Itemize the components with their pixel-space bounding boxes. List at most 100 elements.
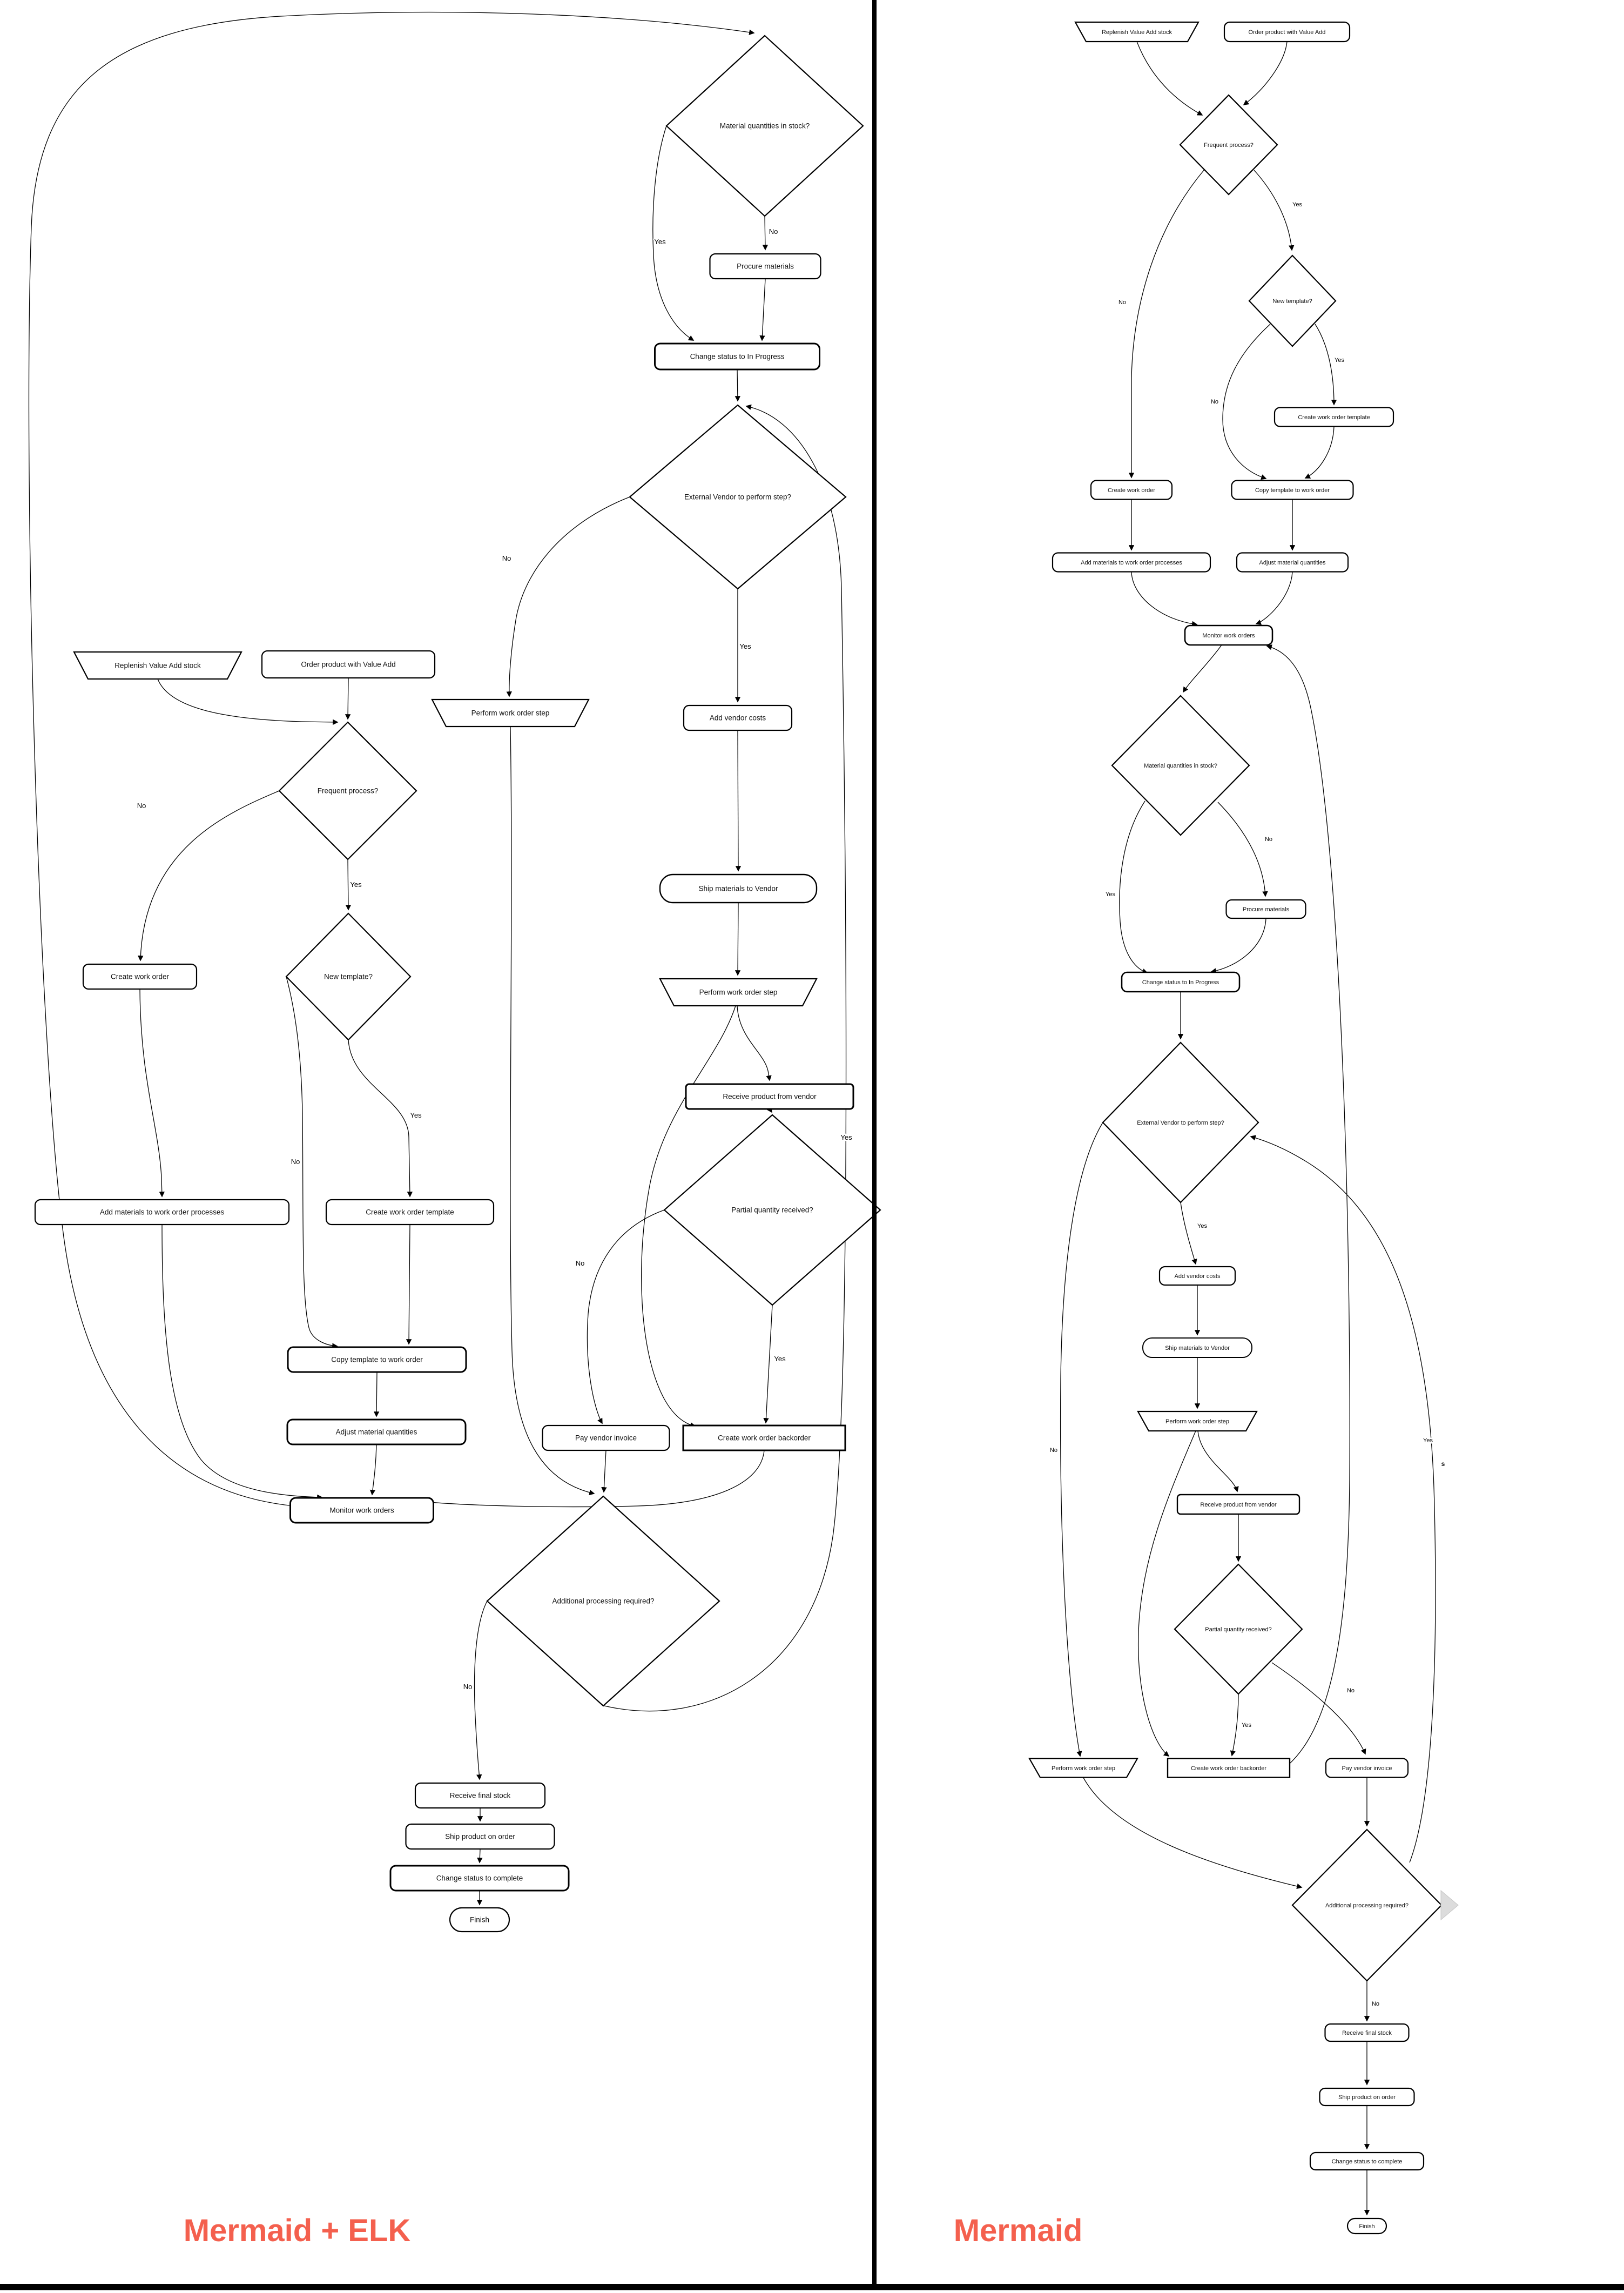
node-mermaid-receive_final: Receive final stock xyxy=(1324,2023,1410,2042)
rounded-shape xyxy=(659,873,818,904)
edge-mermaid-frequent-to-new_template xyxy=(1254,170,1295,251)
edge-elk-copy_template-to-adjust_qty xyxy=(373,1371,380,1417)
node-mermaid-ship_materials: Ship materials to Vendor xyxy=(1142,1337,1252,1358)
node-label: Create work order template xyxy=(366,1208,454,1216)
rect-shape xyxy=(1167,1758,1291,1778)
flowchart-left-elk: NoYesYesNoNoYesYesYesNoYesNoNoReplenish … xyxy=(28,11,881,1933)
node-label: Order product with Value Add xyxy=(1249,29,1326,36)
node-label: External Vendor to perform step? xyxy=(684,493,791,501)
edge-elk-pay_invoice-to-addl_processing xyxy=(601,1450,607,1493)
node-label: Create work order backorder xyxy=(718,1434,811,1442)
node-label: Procure materials xyxy=(1243,906,1290,913)
node-label: Order product with Value Add xyxy=(301,661,395,669)
node-label: Change status to In Progress xyxy=(690,353,785,361)
node-mermaid-copy_template: Copy template to work order xyxy=(1231,480,1354,500)
node-label: Create work order xyxy=(1108,487,1155,494)
node-label: New template? xyxy=(324,973,373,981)
edge-mermaid-mat_in_stock-to-status_progress xyxy=(1119,801,1148,974)
edge-elk-perform_step_vendor-to-receive_vendor xyxy=(737,1005,772,1081)
edge-elk-new_template-to-copy_template xyxy=(286,976,338,1349)
edge-elk-procure-to-status_progress xyxy=(759,278,766,341)
rounded-shape xyxy=(1273,407,1394,427)
node-elk-backorder: Create work order backorder xyxy=(682,1424,846,1451)
edge-label-elk-frequent-yes: Yes xyxy=(350,880,362,889)
diamond-shape xyxy=(665,35,864,217)
node-mermaid-mat_in_stock: Material quantities in stock? xyxy=(1111,695,1250,836)
stadium-shape xyxy=(1346,2217,1387,2235)
node-mermaid-vendor_costs: Add vendor costs xyxy=(1158,1266,1236,1286)
node-label: Pay vendor invoice xyxy=(575,1434,637,1442)
edge-label-elk-partial_qty-yes: Yes xyxy=(774,1355,786,1363)
node-mermaid-adjust_qty: Adjust material quantities xyxy=(1236,552,1349,573)
rounded-shape xyxy=(34,1199,290,1226)
node-elk-mat_in_stock: Material quantities in stock? xyxy=(665,35,864,217)
stray-edge-label-s: s xyxy=(1441,1460,1445,1468)
rounded-shape xyxy=(414,1782,546,1809)
node-label: Finish xyxy=(1359,2223,1374,2230)
node-elk-ship_product: Ship product on order xyxy=(405,1823,555,1850)
node-mermaid-perform_step_vendor: Perform work order step xyxy=(1137,1410,1258,1432)
edge-label-mermaid-partial_qty-yes: Yes xyxy=(1242,1722,1251,1729)
node-label: Create work order backorder xyxy=(1191,1765,1266,1772)
node-label: Adjust material quantities xyxy=(1259,560,1326,566)
edge-elk-status_progress-to-ext_vendor xyxy=(734,369,741,402)
node-label: Create work order template xyxy=(1298,414,1370,421)
node-mermaid-status_complete: Change status to complete xyxy=(1309,2151,1425,2171)
diamond-shape xyxy=(1179,94,1278,196)
edge-mermaid-replenish-to-frequent xyxy=(1136,41,1203,116)
node-label: Copy template to work order xyxy=(331,1356,423,1364)
rounded-shape xyxy=(286,1418,467,1445)
caption-mermaid: Mermaid xyxy=(953,2213,1083,2248)
flowchart-right-mermaid: NoYesYesNoNoYesYesYesNoYesNoNoReplenish … xyxy=(1028,21,1443,2235)
rounded-shape xyxy=(685,1083,854,1110)
node-label: Material quantities in stock? xyxy=(1144,763,1217,769)
rounded-shape xyxy=(1090,480,1173,500)
edge-label-elk-ext_vendor-no: No xyxy=(502,554,511,562)
edge-mermaid-partial_qty-to-pay_invoice xyxy=(1271,1662,1366,1755)
caption-mermaid-elk: Mermaid + ELK xyxy=(183,2213,411,2248)
node-elk-ship_materials: Ship materials to Vendor xyxy=(659,873,818,904)
node-label: Frequent process? xyxy=(1204,142,1254,149)
rounded-shape xyxy=(1184,624,1273,646)
edge-elk-partial_qty-to-backorder xyxy=(763,1304,773,1424)
diamond-shape xyxy=(1102,1041,1259,1203)
edge-mermaid-add_materials-to-monitor xyxy=(1131,571,1198,627)
edge-label-mermaid-new_template-yes: Yes xyxy=(1335,357,1344,364)
rounded-shape xyxy=(405,1823,555,1850)
node-label: Add vendor costs xyxy=(1175,1273,1221,1280)
node-elk-partial_qty: Partial quantity received? xyxy=(663,1114,881,1306)
rounded-shape xyxy=(1309,2151,1425,2171)
edge-elk-addl_processing-to-ext_vendor xyxy=(604,404,847,1712)
edge-label-mermaid-addl_processing-no: No xyxy=(1372,2001,1379,2007)
node-mermaid-ext_vendor: External Vendor to perform step? xyxy=(1102,1041,1259,1203)
rounded-shape xyxy=(1324,2023,1410,2042)
node-elk-perform_step_vendor: Perform work order step xyxy=(659,978,818,1007)
node-label: Ship materials to Vendor xyxy=(698,885,778,893)
rounded-shape xyxy=(1236,552,1349,573)
node-mermaid-addl_processing: Additional processing required? xyxy=(1291,1828,1443,1982)
node-elk-frequent: Frequent process? xyxy=(278,721,417,860)
node-elk-pay_invoice: Pay vendor invoice xyxy=(542,1424,670,1451)
edge-elk-backorder-to-monitor xyxy=(409,1450,765,1508)
node-label: Pay vendor invoice xyxy=(1342,1765,1392,1772)
node-label: Copy template to work order xyxy=(1255,487,1330,494)
node-mermaid-monitor: Monitor work orders xyxy=(1184,624,1273,646)
node-elk-procure: Procure materials xyxy=(709,253,821,280)
trapezoid-shape xyxy=(1074,21,1200,43)
node-elk-addl_processing: Additional processing required? xyxy=(486,1495,720,1707)
node-label: Change status to In Progress xyxy=(1142,979,1219,986)
node-mermaid-finish: Finish xyxy=(1346,2217,1387,2235)
node-label: Perform work order step xyxy=(1165,1418,1229,1425)
trapezoid-shape xyxy=(1137,1410,1258,1432)
rounded-shape xyxy=(1319,2087,1415,2107)
gray-chevron-icon xyxy=(1440,1889,1459,1921)
node-label: Add vendor costs xyxy=(710,714,766,722)
node-label: Frequent process? xyxy=(318,787,379,795)
node-elk-receive_final: Receive final stock xyxy=(414,1782,546,1809)
edge-mermaid-frequent-to-create_wo xyxy=(1128,169,1205,479)
node-mermaid-replenish: Replenish Value Add stock xyxy=(1074,21,1200,43)
trapezoid-shape xyxy=(431,698,590,728)
node-elk-vendor_costs: Add vendor costs xyxy=(683,704,793,731)
node-label: Receive product from vendor xyxy=(723,1093,817,1101)
